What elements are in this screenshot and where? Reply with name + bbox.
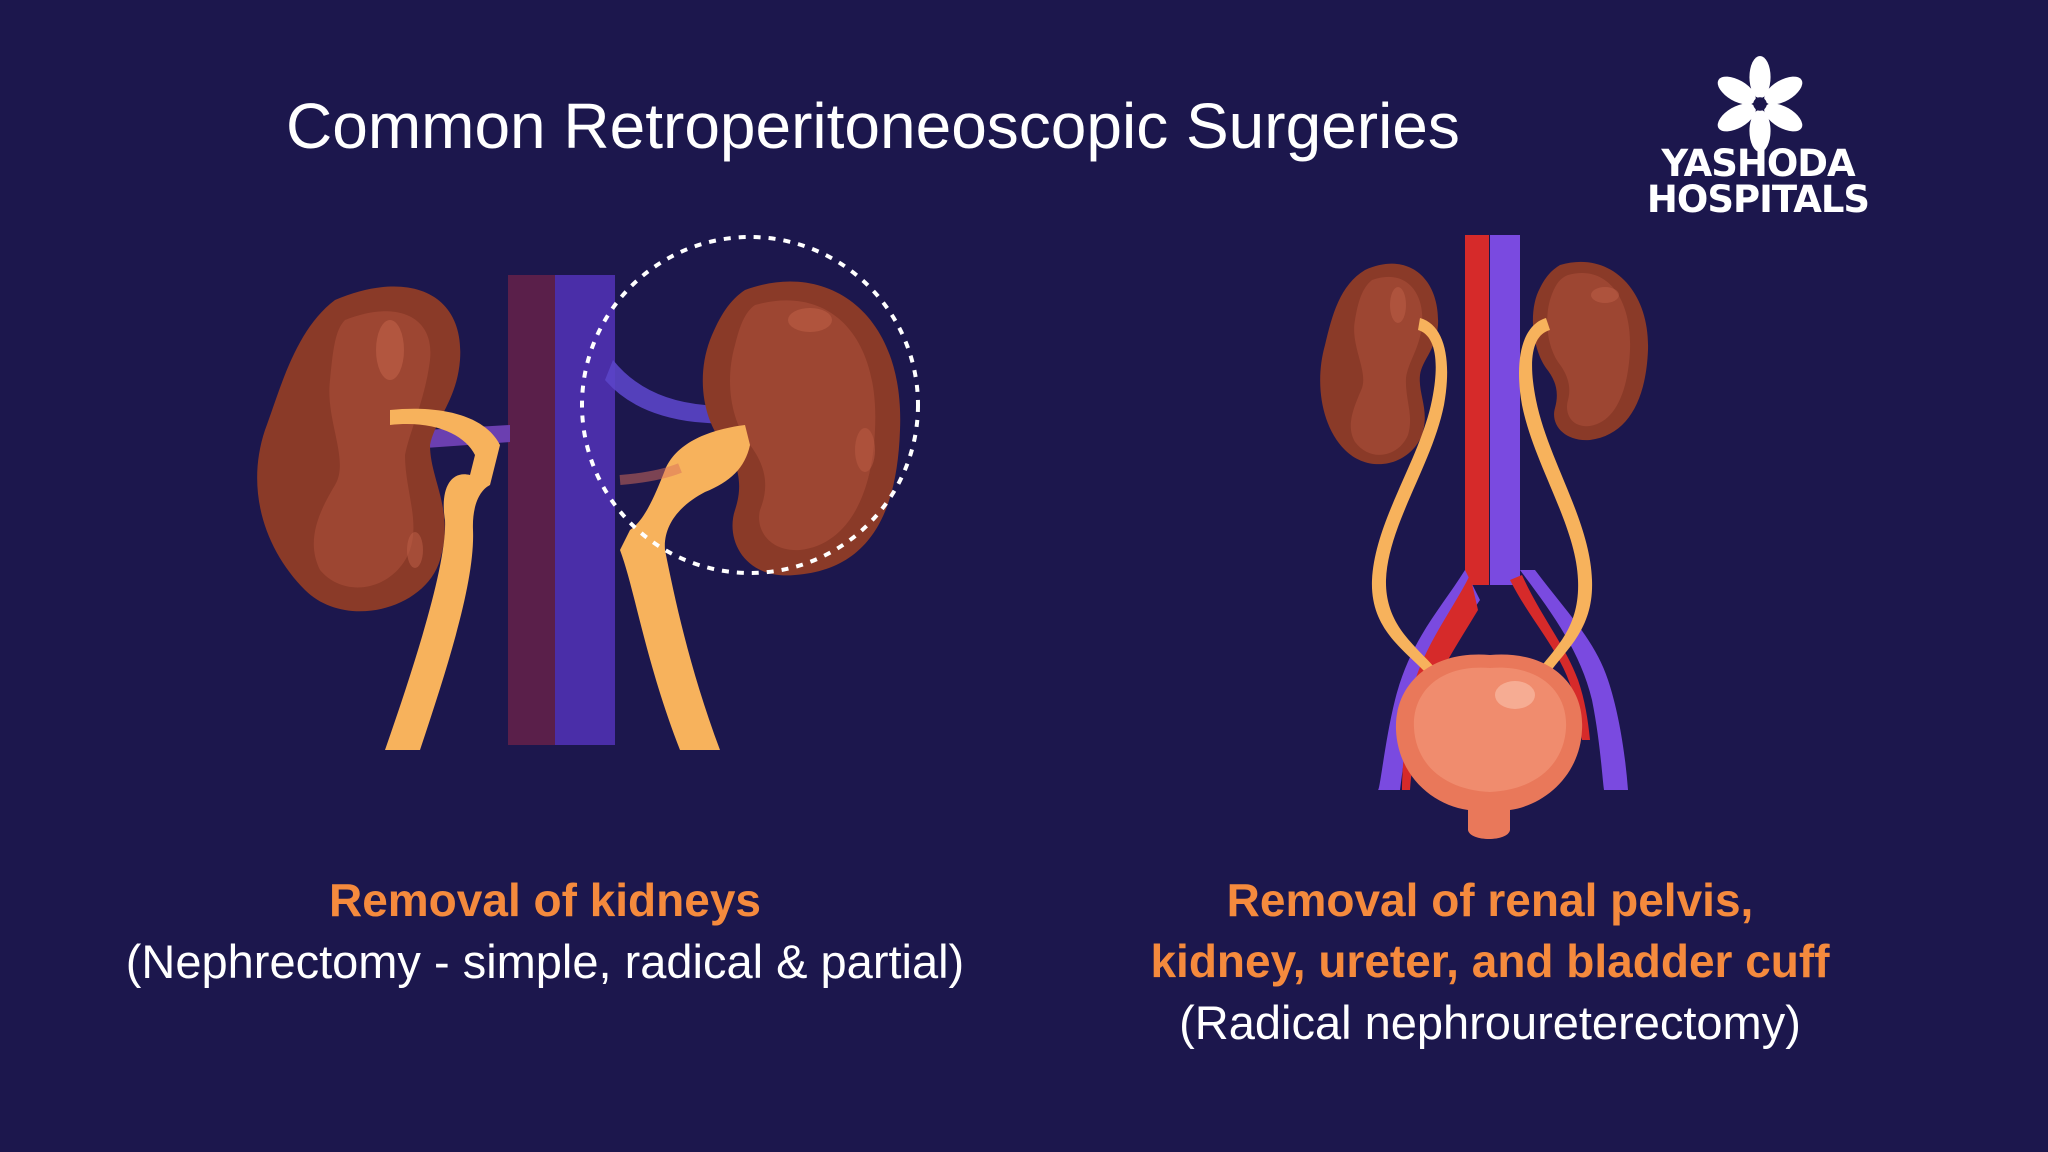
logo-line-1: YASHODA <box>1661 142 1855 185</box>
right-caption-heading-line-1: Removal of renal pelvis, <box>1226 874 1754 926</box>
right-ureter-shape <box>1519 318 1593 675</box>
left-caption: Removal of kidneys (Nephrectomy - simple… <box>50 870 1040 992</box>
flower-icon <box>1717 56 1803 152</box>
logo-line-2: HOSPITALS <box>1646 178 1870 221</box>
right-caption: Removal of renal pelvis, kidney, ureter,… <box>1060 870 1920 1053</box>
slide-title: Common Retroperitoneoscopic Surgeries <box>286 90 1460 162</box>
aorta-shape <box>508 275 558 745</box>
right-ureter-shape <box>620 425 750 750</box>
kidneys-nephrectomy-illustration <box>257 235 920 750</box>
urinary-tract-illustration <box>1320 235 1649 839</box>
left-caption-subtext: (Nephrectomy - simple, radical & partial… <box>125 935 965 988</box>
vena-cava-shape <box>555 275 615 745</box>
highlight-circle <box>580 235 920 575</box>
right-caption-subtext: (Radical nephroureterectomy) <box>1179 996 1801 1049</box>
artery-shape <box>1465 235 1489 585</box>
left-ureter-shape <box>385 408 500 750</box>
left-caption-heading: Removal of kidneys <box>328 874 762 926</box>
logo-text: YASHODA HOSPITALS <box>1640 142 1876 221</box>
vein-shape <box>1490 235 1520 585</box>
left-ureter-shape <box>1371 318 1448 675</box>
hospital-logo: YASHODA HOSPITALS <box>1640 56 1876 226</box>
right-caption-heading-line-2: kidney, ureter, and bladder cuff <box>1150 935 1830 987</box>
